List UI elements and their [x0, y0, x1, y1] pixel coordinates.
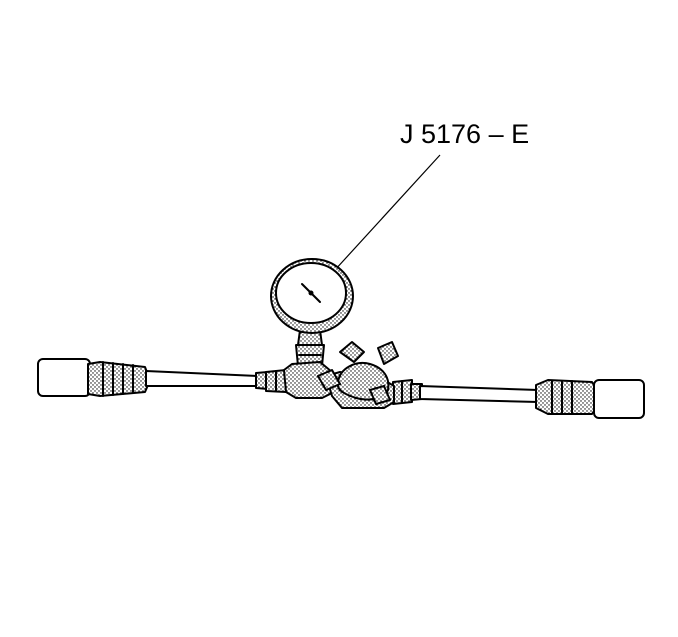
right-hose: [392, 379, 645, 419]
knob-wing-left: [317, 369, 341, 391]
left-hose: [37, 358, 287, 397]
right-adapter-end: [593, 379, 645, 419]
gauge-pivot: [308, 290, 314, 296]
callout-leader-line: [333, 154, 441, 272]
valve-body: [283, 341, 399, 409]
knob-wing-bottom: [369, 385, 391, 405]
right-hose-fitting: [535, 379, 597, 415]
left-hose-tube: [145, 370, 259, 387]
left-adapter-end: [37, 358, 91, 397]
gauge-stem: [295, 329, 325, 367]
knob-wing-right: [377, 341, 399, 365]
right-hose-tube: [419, 385, 539, 403]
pressure-gauge: [270, 258, 354, 334]
callout-label: J 5176 – E: [400, 119, 529, 149]
left-hose-fitting: [87, 361, 149, 397]
knob-wing-top: [339, 341, 365, 363]
